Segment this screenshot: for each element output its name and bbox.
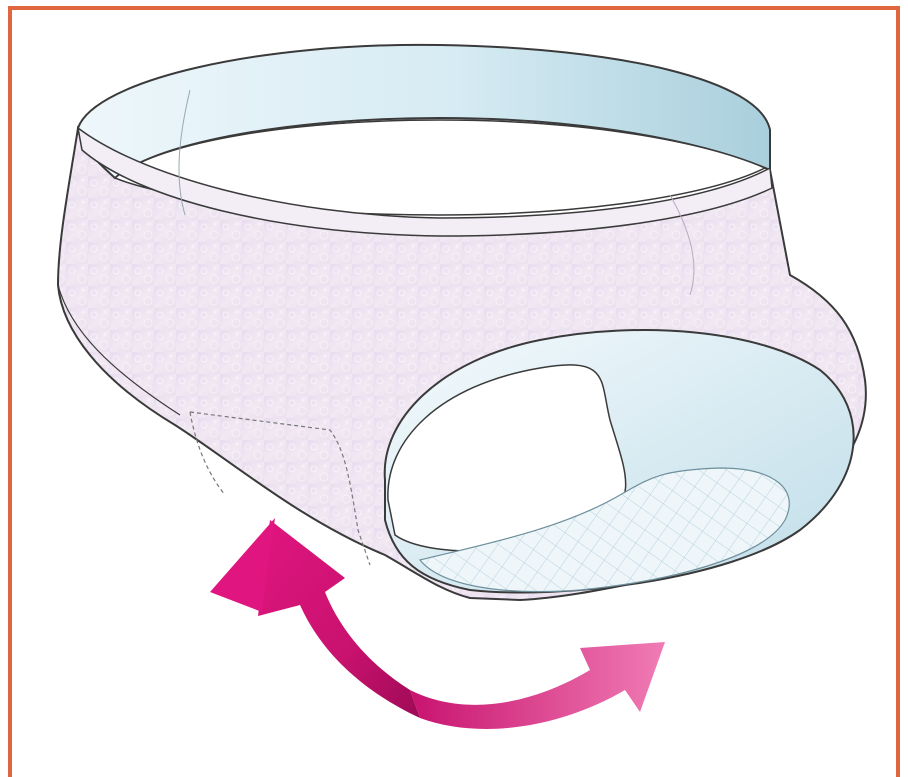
underwear-illustration [0,0,908,777]
illustration-frame [0,0,908,777]
